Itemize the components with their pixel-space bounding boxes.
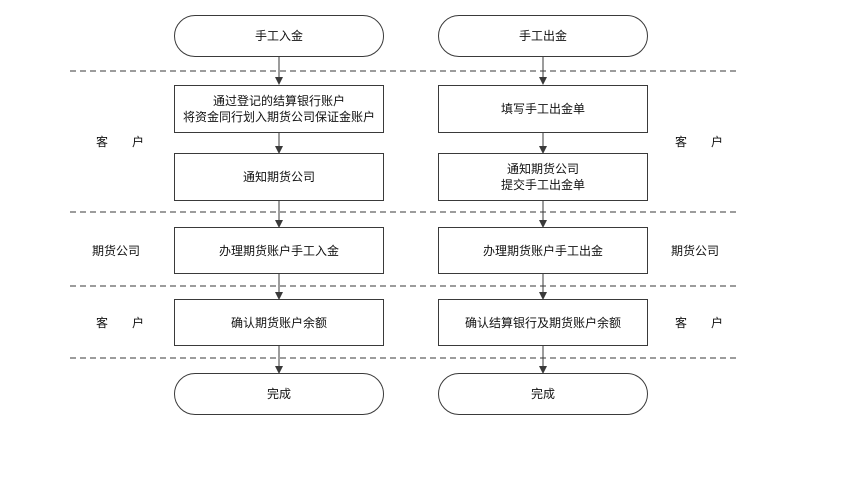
right-start-label: 手工出金 (518, 29, 567, 43)
lane-label-customer-right-bottom: 客 户 (675, 316, 724, 330)
left-step1-box: 通过登记的结算银行账户 将资金同行划入期货公司保证金账户 (174, 85, 384, 133)
left-start-label: 手工入金 (254, 29, 303, 43)
lane-label-customer-left-top: 客 户 (96, 135, 145, 149)
right-step4-label: 确认结算银行及期货账户余额 (464, 315, 621, 330)
left-step4-label: 确认期货账户余额 (230, 315, 327, 330)
lane-label-customer-left-bottom: 客 户 (96, 316, 145, 330)
right-step1-label: 填写手工出金单 (500, 102, 585, 116)
right-start-node: 手工出金 (438, 15, 648, 57)
right-end-label: 完成 (530, 387, 555, 401)
right-step1-box: 填写手工出金单 (438, 85, 648, 133)
right-step3-label: 办理期货账户手工出金 (482, 243, 603, 258)
lane-label-company-left: 期货公司 (92, 244, 141, 258)
left-start-node: 手工入金 (174, 15, 384, 57)
left-end-node: 完成 (174, 373, 384, 415)
left-end-label: 完成 (266, 387, 291, 401)
right-step2-line2: 提交手工出金单 (500, 178, 585, 192)
right-end-node: 完成 (438, 373, 648, 415)
lane-label-customer-right-top: 客 户 (675, 135, 724, 149)
left-step2-box: 通知期货公司 (174, 153, 384, 201)
lane-label-company-right: 期货公司 (671, 244, 720, 258)
right-step4-box: 确认结算银行及期货账户余额 (438, 299, 648, 346)
left-step4-box: 确认期货账户余额 (174, 299, 384, 346)
right-step2-line1: 通知期货公司 (506, 162, 579, 176)
right-step2-box: 通知期货公司 提交手工出金单 (438, 153, 648, 201)
left-step1-line2: 将资金同行划入期货公司保证金账户 (182, 110, 375, 124)
left-step1-line1: 通过登记的结算银行账户 (212, 94, 345, 108)
right-step3-box: 办理期货账户手工出金 (438, 227, 648, 274)
left-step2-label: 通知期货公司 (242, 170, 315, 184)
left-step3-box: 办理期货账户手工入金 (174, 227, 384, 274)
left-step3-label: 办理期货账户手工入金 (218, 243, 339, 258)
